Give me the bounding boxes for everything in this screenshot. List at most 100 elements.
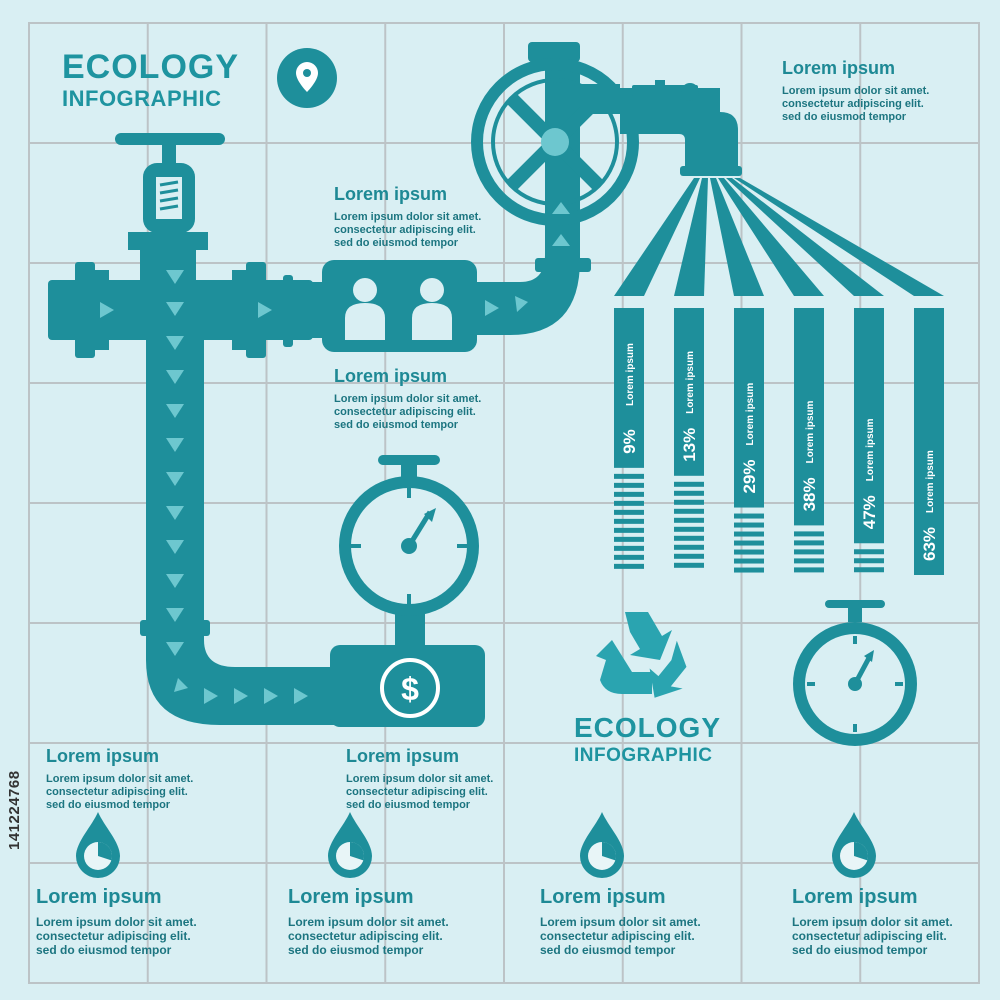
block-heading: Lorem ipsum: [792, 886, 918, 908]
bar-value-4: 38%: [800, 477, 819, 511]
body-line: sed do eiusmod tempor: [792, 943, 928, 957]
bar-stripe: [614, 554, 644, 560]
bar-stripe: [734, 513, 764, 519]
recycle-icon: [596, 612, 687, 698]
money-tank: $: [330, 610, 485, 727]
footer-title-line2: INFOGRAPHIC: [574, 745, 713, 766]
body-line: Lorem ipsum dolor sit amet.: [540, 915, 701, 929]
body-line: Lorem ipsum dolor sit amet.: [288, 915, 449, 929]
block-body: Lorem ipsum dolor sit amet. consectetur …: [288, 915, 473, 957]
bar-stripe: [674, 490, 704, 496]
body-line: sed do eiusmod tempor: [36, 943, 172, 957]
drop-gauge-fill: [602, 842, 616, 861]
body-line: Lorem ipsum dolor sit amet.: [46, 773, 194, 785]
bar-1: [614, 308, 644, 468]
water-spray-lines: [614, 178, 944, 296]
drop-gauge-fill: [854, 842, 868, 861]
body-line: Lorem ipsum dolor sit amet.: [334, 393, 482, 405]
flow-arrows: [100, 202, 570, 704]
block-heading: Lorem ipsum: [782, 58, 896, 78]
bar-label-1: Lorem ipsum: [625, 343, 636, 406]
bar-stripe: [614, 473, 644, 479]
footer-block-1: Lorem ipsum Lorem ipsum dolor sit amet. …: [36, 886, 221, 957]
bar-value-6: 63%: [920, 527, 939, 561]
body-line: consectetur adipiscing elit.: [334, 224, 476, 236]
image-id-text: 141224768: [6, 770, 23, 850]
block-body: Lorem ipsum dolor sit amet. consectetur …: [36, 915, 221, 957]
body-line: sed do eiusmod tempor: [334, 419, 459, 431]
header-title-line1: ECOLOGY: [62, 48, 240, 86]
pressure-gauge-icon: [339, 455, 479, 616]
bar-stripe: [734, 549, 764, 555]
bar-stripe: [614, 500, 644, 506]
text-block-top-right: Lorem ipsum Lorem ipsum dolor sit amet. …: [782, 58, 952, 124]
block-body: Lorem ipsum dolor sit amet. consectetur …: [334, 211, 504, 250]
body-line: consectetur adipiscing elit.: [46, 786, 188, 798]
bar-stripe: [674, 517, 704, 523]
body-line: consectetur adipiscing elit.: [792, 929, 947, 943]
body-line: consectetur adipiscing elit.: [334, 406, 476, 418]
block-body: Lorem ipsum dolor sit amet. consectetur …: [346, 773, 516, 812]
bar-stripe: [794, 567, 824, 573]
body-line: sed do eiusmod tempor: [334, 237, 459, 249]
valve-wheel-icon: [471, 58, 639, 226]
bar-2: [674, 308, 704, 476]
bar-stripe: [674, 544, 704, 550]
drop-gauge-fill: [350, 842, 364, 861]
bar-stripe: [734, 558, 764, 564]
water-drops: [76, 812, 876, 878]
block-heading: Lorem ipsum: [334, 366, 448, 386]
bar-stripe: [674, 499, 704, 505]
body-line: Lorem ipsum dolor sit amet.: [36, 915, 197, 929]
spray-line-6: [734, 178, 944, 296]
footer-title: ECOLOGY INFOGRAPHIC: [574, 712, 722, 766]
bar-stripe: [674, 535, 704, 541]
spray-line-1: [614, 178, 700, 296]
map-pin-icon: [277, 48, 337, 108]
text-block-left-bottom: Lorem ipsum Lorem ipsum dolor sit amet. …: [46, 746, 216, 812]
bar-stripe: [794, 540, 824, 546]
bar-label-2: Lorem ipsum: [685, 351, 696, 414]
body-line: sed do eiusmod tempor: [540, 943, 676, 957]
text-block-mid-upper: Lorem ipsum Lorem ipsum dolor sit amet. …: [334, 184, 504, 250]
footer-block-4: Lorem ipsum Lorem ipsum dolor sit amet. …: [792, 886, 977, 957]
bar-stripe: [614, 545, 644, 551]
block-heading: Lorem ipsum: [36, 886, 162, 908]
bar-stripe: [614, 536, 644, 542]
header-title: ECOLOGY INFOGRAPHIC: [62, 50, 239, 110]
water-drop-icon: [580, 812, 624, 878]
bar-stripe: [674, 481, 704, 487]
block-heading: Lorem ipsum: [288, 886, 414, 908]
block-heading: Lorem ipsum: [346, 746, 460, 766]
block-body: Lorem ipsum dolor sit amet. consectetur …: [46, 773, 216, 812]
block-body: Lorem ipsum dolor sit amet. consectetur …: [782, 85, 952, 124]
body-line: Lorem ipsum dolor sit amet.: [346, 773, 494, 785]
water-drop-icon: [76, 812, 120, 878]
bar-label-3: Lorem ipsum: [745, 383, 756, 446]
bar-label-4: Lorem ipsum: [805, 401, 816, 464]
footer-title-line1: ECOLOGY: [574, 712, 722, 743]
body-line: sed do eiusmod tempor: [288, 943, 424, 957]
bar-4: [794, 308, 824, 526]
bar-value-1: 9%: [620, 429, 639, 454]
water-drop-icon: [832, 812, 876, 878]
block-heading: Lorem ipsum: [334, 184, 448, 204]
footer-block-2: Lorem ipsum Lorem ipsum dolor sit amet. …: [288, 886, 473, 957]
stopwatch-icon: [793, 600, 917, 746]
bar-stripe: [674, 562, 704, 568]
bar-stripe: [794, 549, 824, 555]
water-drop-icon: [328, 812, 372, 878]
footer-block-3: Lorem ipsum Lorem ipsum dolor sit amet. …: [540, 886, 725, 957]
body-line: sed do eiusmod tempor: [782, 111, 907, 123]
drop-gauge-fill: [98, 842, 113, 861]
body-line: sed do eiusmod tempor: [346, 799, 471, 811]
bar-stripe: [614, 509, 644, 515]
bar-stripe: [614, 518, 644, 524]
people-tank: [265, 260, 477, 352]
bar-value-2: 13%: [680, 428, 699, 462]
body-line: consectetur adipiscing elit.: [540, 929, 695, 943]
svg-text:$: $: [401, 671, 419, 707]
bar-3: [734, 308, 764, 508]
body-line: Lorem ipsum dolor sit amet.: [334, 211, 482, 223]
body-line: consectetur adipiscing elit.: [346, 786, 488, 798]
